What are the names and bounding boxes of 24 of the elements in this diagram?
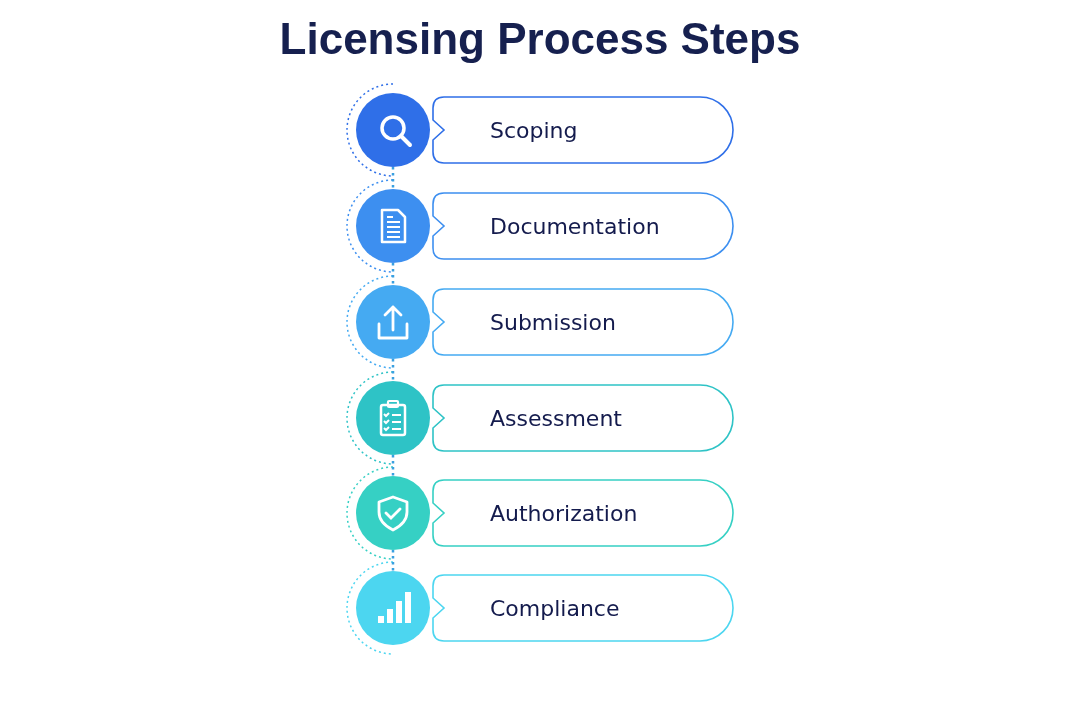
dotted-connector <box>391 550 395 571</box>
step-circle <box>356 571 430 645</box>
step-label: Assessment <box>490 405 622 431</box>
step-label: Documentation <box>490 213 660 239</box>
step-circle <box>356 189 430 263</box>
dotted-connector <box>391 359 395 381</box>
dotted-connector <box>391 455 395 476</box>
step-circle <box>356 476 430 550</box>
step-circle <box>356 285 430 359</box>
step-box <box>432 288 734 356</box>
step-label: Submission <box>490 309 616 335</box>
step-box <box>432 479 734 547</box>
step-box <box>432 96 734 164</box>
step-circle <box>356 93 430 167</box>
step-label: Authorization <box>490 500 638 526</box>
dotted-connector <box>391 263 395 285</box>
step-box <box>432 384 734 452</box>
title: Licensing Process Steps <box>278 14 802 64</box>
step-box <box>432 574 734 642</box>
step-label: Compliance <box>490 595 620 621</box>
step-box <box>432 192 734 260</box>
step-label: Scoping <box>490 117 578 143</box>
dotted-connector <box>391 167 395 189</box>
step-circle <box>356 381 430 455</box>
